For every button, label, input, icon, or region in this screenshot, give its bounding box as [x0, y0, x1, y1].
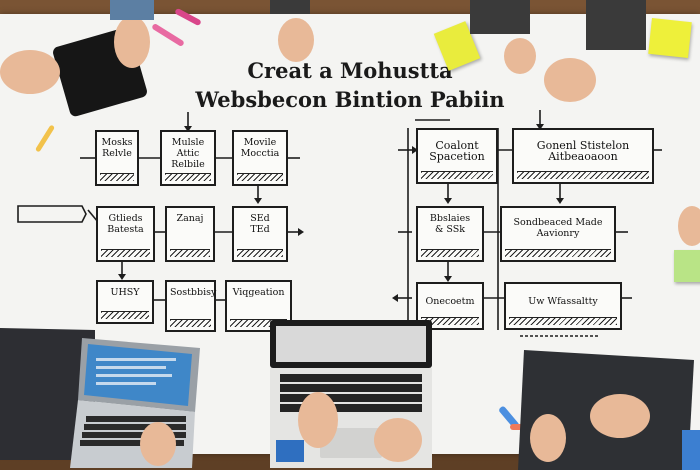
box-hatch — [421, 317, 479, 325]
box-hatch — [421, 249, 479, 257]
diagram-box-2: Mulsle Attic Relbile — [160, 130, 216, 186]
diagram-box-13: Viqgeation — [225, 280, 292, 332]
box-hatch — [517, 171, 649, 179]
box-hatch — [237, 249, 283, 257]
box-hatch — [170, 249, 210, 257]
hand-top-right — [544, 58, 596, 102]
diagram-box-15: Uw Wfassaltty — [504, 282, 622, 330]
box-hatch — [165, 173, 211, 181]
sleeve-top-right — [470, 0, 530, 34]
hand-top-right-2 — [504, 38, 536, 74]
diagram-box-7: Zanaj — [165, 206, 215, 262]
sleeve-blue — [110, 0, 154, 20]
hand-left-top — [0, 50, 60, 94]
diagram-box-12: Sostbbisy — [165, 280, 216, 332]
box-hatch — [230, 319, 287, 327]
box-label: Gtlieds Batesta — [107, 213, 144, 235]
sticky-note-green — [674, 250, 700, 282]
sleeve-right — [586, 0, 646, 50]
diagram-box-8: SEd TEd — [232, 206, 288, 262]
box-label: Bbslaies & SSk — [429, 213, 471, 235]
poster-title-line2: Websbecon Bintion Pabiin — [195, 87, 505, 112]
box-label: SEd TEd — [250, 213, 270, 235]
box-hatch — [237, 173, 283, 181]
box-label: Coalont Spacetion — [429, 139, 485, 163]
box-label: Uw Wfassaltty — [528, 296, 598, 307]
diagram-box-10: Sondbeaced Made Aavionry — [500, 206, 616, 262]
box-label: Zanaj — [176, 213, 204, 224]
box-label: Mosks Relvle — [101, 137, 133, 159]
hand-bottom-right-2 — [530, 414, 566, 462]
diagram-box-5: Gonenl Stistelon Aitbeaoaoon — [512, 128, 654, 184]
box-hatch — [505, 249, 611, 257]
box-hatch — [170, 319, 211, 327]
box-label: Mulsle Attic Relbile — [171, 137, 205, 170]
box-hatch — [101, 311, 149, 319]
box-label: Onecoetm — [425, 296, 475, 307]
box-label: UHSY — [110, 287, 140, 298]
hand-bottom-left — [140, 422, 176, 466]
diagram-box-4: Coalont Spacetion — [416, 128, 498, 184]
hand-right-edge — [678, 206, 700, 246]
box-hatch — [101, 249, 150, 257]
diagram-box-1: Mosks Relvle — [95, 130, 139, 186]
diagram-box-3: Movile Mocctia — [232, 130, 288, 186]
hand-bottom-right — [590, 394, 650, 438]
diagram-box-6: Gtlieds Batesta — [96, 206, 155, 262]
hand-bottom-center — [298, 392, 338, 448]
sleeve-right-blue — [682, 430, 700, 470]
hand-bottom-center-2 — [374, 418, 422, 462]
poster-title-line1: Creat a Mohustta — [247, 58, 453, 83]
box-label: Sondbeaced Made Aavionry — [513, 217, 603, 239]
box-hatch — [509, 317, 617, 325]
laptop-left — [0, 328, 200, 468]
box-hatch — [100, 173, 134, 181]
box-label: Gonenl Stistelon Aitbeaoaoon — [536, 139, 630, 163]
sleeve-top — [270, 0, 310, 14]
diagram-box-11: UHSY — [96, 280, 154, 324]
box-label: Movile Mocctia — [240, 137, 280, 159]
sleeve-wrist-blue — [276, 440, 304, 462]
box-hatch — [421, 171, 493, 179]
hand-top-left — [114, 16, 150, 68]
hand-top-center — [278, 18, 314, 62]
box-label: Sostbbisy — [170, 287, 217, 298]
diagram-box-9: Bbslaies & SSk — [416, 206, 484, 262]
box-label: Viqgeation — [232, 287, 285, 298]
